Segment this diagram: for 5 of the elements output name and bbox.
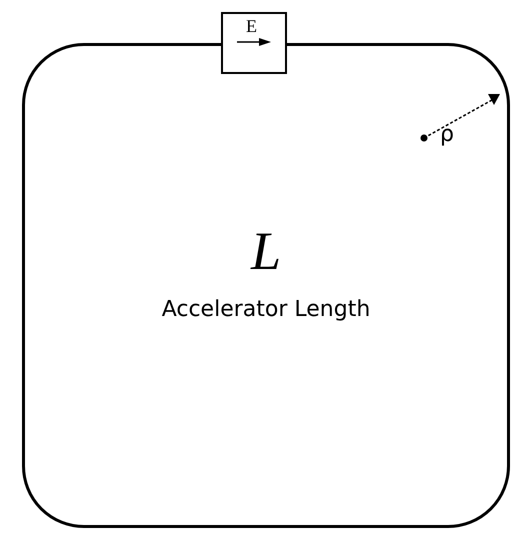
radius-label: ρ bbox=[440, 124, 454, 146]
symbol-label: L bbox=[250, 224, 282, 278]
field-label: E bbox=[246, 17, 257, 35]
ring-label: Accelerator Length bbox=[162, 298, 370, 322]
cavity-box bbox=[221, 12, 287, 74]
